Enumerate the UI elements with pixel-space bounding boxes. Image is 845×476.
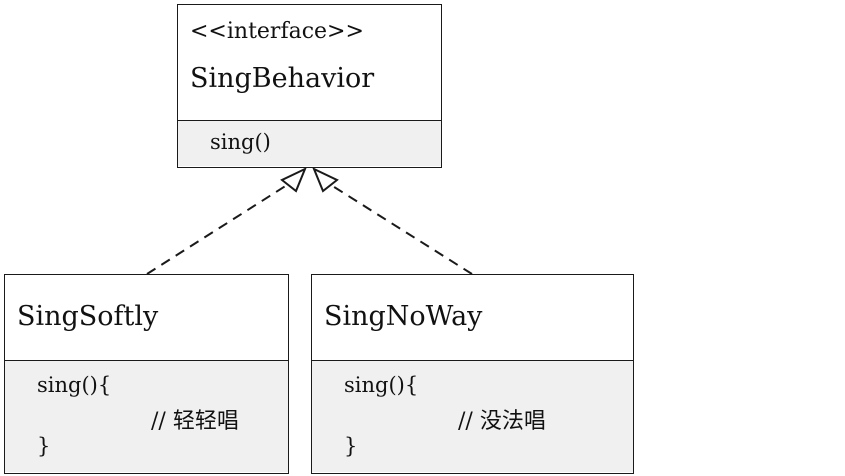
interface-method-sing: sing() [210,130,271,154]
sing-no-way-name: SingNoWay [324,301,483,332]
sing-no-way-methods: sing(){ // 没法唱 } [312,361,633,472]
interface-stereotype: <<interface>> [190,19,364,44]
sing-softly-code-line-1: sing(){ [37,373,112,397]
sing-softly-header: SingSoftly [5,275,288,361]
sing-no-way-code-line-3: } [344,434,358,458]
realization-arrowhead-left [280,166,307,193]
realization-arrowhead-right [312,166,339,193]
sing-softly-methods: sing(){ // 轻轻唱 } [5,361,288,472]
interface-methods: sing() [178,121,441,166]
class-sing-softly: SingSoftly sing(){ // 轻轻唱 } [4,274,289,474]
sing-no-way-code-line-1: sing(){ [344,373,419,397]
interface-sing-behavior: <<interface>> SingBehavior sing() [177,4,442,168]
realization-line-left [146,184,288,275]
sing-softly-name: SingSoftly [17,301,159,332]
sing-softly-code-comment: // 轻轻唱 [151,409,239,434]
sing-no-way-code-comment: // 没法唱 [458,409,546,434]
class-sing-no-way: SingNoWay sing(){ // 没法唱 } [311,274,634,474]
interface-name: SingBehavior [190,63,375,94]
sing-softly-code-line-3: } [37,434,51,458]
realization-line-right [330,184,473,275]
sing-no-way-header: SingNoWay [312,275,633,361]
interface-header: <<interface>> SingBehavior [178,5,441,121]
